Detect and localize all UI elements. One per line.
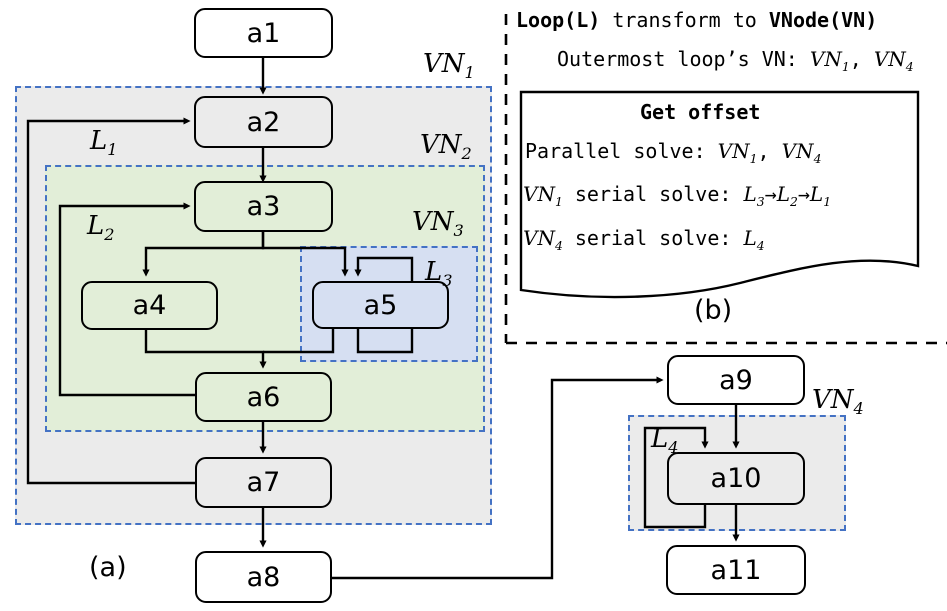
loop-label-l3: L3 <box>425 257 453 290</box>
group-label-vn4-text: VN <box>812 385 854 415</box>
loop-label-l1-text: L <box>90 126 108 156</box>
loop-label-l4-text: L <box>651 424 669 454</box>
group-label-vn2-text: VN <box>420 130 462 160</box>
panel-b-line1-loop: Loop(L) <box>516 8 601 32</box>
get-offset-row3-vn4: VN <box>523 226 555 250</box>
get-offset-row3-vn4-sub: 4 <box>554 238 563 253</box>
loop-label-l2-sub: 2 <box>104 225 115 245</box>
loop-label-l3-sub: 3 <box>442 271 453 291</box>
panel-b-line2-vn4: VN <box>873 47 906 71</box>
caption-b: (b) <box>694 295 733 326</box>
get-offset-row2-vn1: VN <box>523 182 555 206</box>
edge-a4-a6 <box>144 330 267 369</box>
group-label-vn3: VN3 <box>412 207 464 240</box>
get-offset-row2-l2: L <box>776 182 790 206</box>
node-a3[interactable]: a3 <box>194 181 333 232</box>
loop-edge-l4 <box>643 426 709 529</box>
loop-edge-l1 <box>26 117 195 485</box>
node-a11[interactable]: a11 <box>666 545 806 595</box>
get-offset-row3-l4-sub: 4 <box>756 238 765 253</box>
loop-label-l2-text: L <box>87 211 105 241</box>
get-offset-box <box>519 90 920 299</box>
loop-label-l4-sub: 4 <box>668 438 679 458</box>
group-label-vn2-sub: 2 <box>461 144 472 164</box>
get-offset-row1-vn4: VN <box>781 139 814 163</box>
loop-edge-l2 <box>58 202 195 397</box>
node-a7[interactable]: a7 <box>195 457 332 508</box>
panel-b-line2-label: Outermost loop’s VN: <box>557 47 798 71</box>
get-offset-row2-l2-sub: 2 <box>789 194 798 209</box>
get-offset-row3: VN4 serial solve: L4 <box>523 226 765 253</box>
group-label-vn4: VN4 <box>812 385 864 418</box>
node-a8[interactable]: a8 <box>195 551 332 603</box>
panel-b-line1-vnode: VNode(VN) <box>768 8 878 32</box>
get-offset-row2-l3-sub: 3 <box>756 194 765 209</box>
loop-label-l1-sub: 1 <box>107 140 118 160</box>
panel-b-line1-mid: transform to <box>600 8 769 32</box>
get-offset-row2-l1-sub: 1 <box>823 194 832 209</box>
node-a2[interactable]: a2 <box>194 96 333 148</box>
get-offset-row1-vn1-sub: 1 <box>749 151 758 166</box>
get-offset-row2-l3: L <box>743 182 757 206</box>
get-offset-row1-label: Parallel solve: <box>525 139 706 163</box>
group-label-vn3-text: VN <box>412 207 454 237</box>
panel-b-line2: Outermost loop’s VN: VN1, VN4 <box>557 47 914 74</box>
get-offset-row1-vn1: VN <box>717 139 750 163</box>
node-a5[interactable]: a5 <box>312 281 449 329</box>
get-offset-row2-vn1-sub: 1 <box>554 194 563 209</box>
get-offset-row2-arrow1: → <box>764 182 777 206</box>
get-offset-row2-arrow2: → <box>797 182 810 206</box>
node-a1[interactable]: a1 <box>194 8 333 58</box>
panel-b-line2-sep: , <box>849 47 862 71</box>
node-a6[interactable]: a6 <box>195 372 332 422</box>
panel-b-line2-vn1: VN <box>809 47 842 71</box>
get-offset-row1: Parallel solve: VN1, VN4 <box>525 139 821 166</box>
node-a4[interactable]: a4 <box>81 281 218 330</box>
edge-a8-a9 <box>332 376 664 580</box>
loop-label-l2: L2 <box>87 211 115 244</box>
get-offset-row3-label: serial solve: <box>574 226 732 250</box>
edge-a3-a5 <box>261 232 349 277</box>
group-label-vn4-sub: 4 <box>853 399 864 419</box>
get-offset-title: Get offset <box>640 100 760 124</box>
get-offset-row2: VN1 serial solve: L3→L2→L1 <box>523 182 831 209</box>
get-offset-row3-l4: L <box>743 226 757 250</box>
loop-label-l1: L1 <box>90 126 118 159</box>
get-offset-row1-vn4-sub: 4 <box>813 151 822 166</box>
loop-label-l3-text: L <box>425 257 443 287</box>
get-offset-row2-l1: L <box>809 182 824 206</box>
panel-b-line2-vn4-sub: 4 <box>905 59 914 74</box>
loop-label-l4: L4 <box>651 424 679 457</box>
get-offset-title-text: Get offset <box>640 100 761 124</box>
group-label-vn2: VN2 <box>420 130 472 163</box>
caption-a: (a) <box>89 552 127 583</box>
get-offset-row2-label: serial solve: <box>574 182 732 206</box>
panel-b-line1: Loop(L) transform to VNode(VN) <box>516 8 877 32</box>
node-a10[interactable]: a10 <box>667 452 805 505</box>
panel-b-line2-vn1-sub: 1 <box>841 59 850 74</box>
group-label-vn1: VN1 <box>423 49 475 82</box>
group-label-vn3-sub: 3 <box>453 221 464 241</box>
node-a9[interactable]: a9 <box>667 355 805 405</box>
group-label-vn1-text: VN <box>423 49 465 79</box>
get-offset-row1-sep: , <box>757 139 770 163</box>
group-label-vn1-sub: 1 <box>464 63 475 83</box>
edge-a5-a6 <box>263 328 335 354</box>
